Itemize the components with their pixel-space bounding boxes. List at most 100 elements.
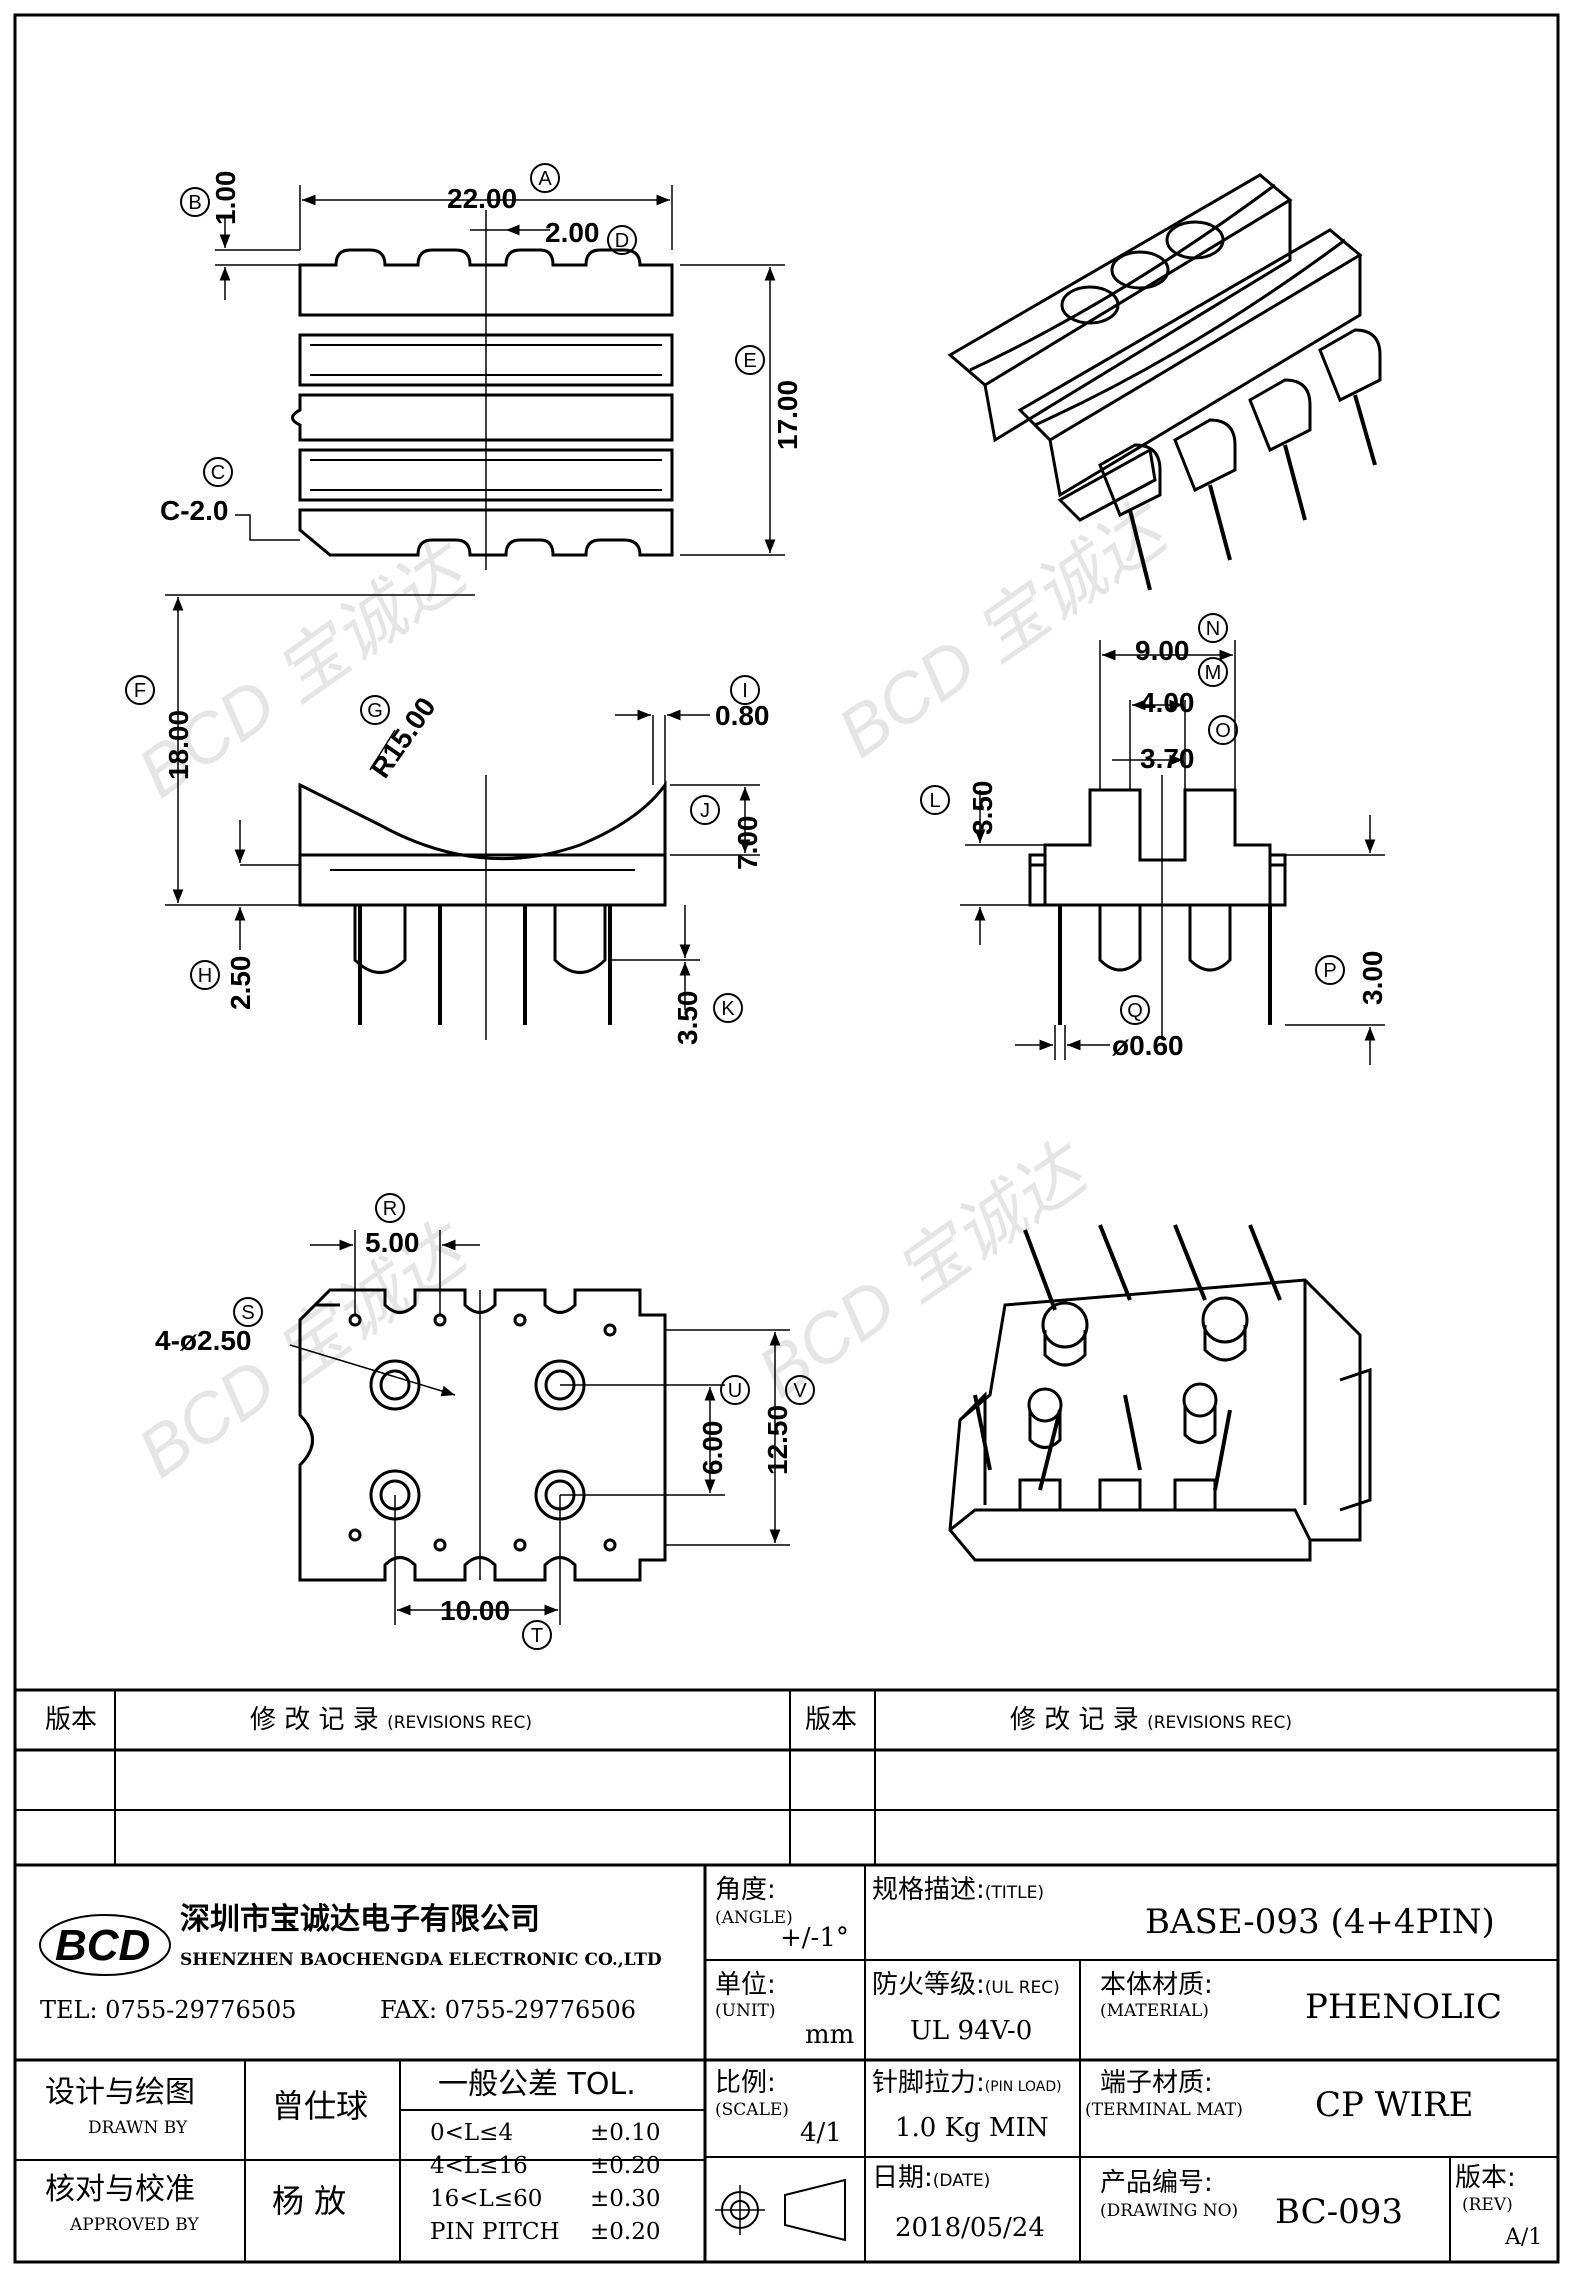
callout-letter-g: G	[367, 700, 383, 722]
dim-T: 10.00	[440, 1595, 510, 1626]
callout-letter-q: Q	[1127, 1000, 1143, 1022]
callout-letter-v: V	[793, 1380, 807, 1402]
callout-letter-b: B	[188, 192, 201, 214]
end-view	[960, 640, 1385, 1065]
callout-letter-u: U	[728, 1380, 742, 1402]
callout-circle-p	[1315, 955, 1345, 985]
isometric-view-bottom	[948, 1224, 1372, 1562]
callout-circle-b	[180, 187, 210, 217]
tolerance-value: ±0.30	[590, 2186, 661, 2212]
dim-R: 5.00	[365, 1227, 420, 1258]
callout-letter-s: S	[241, 1302, 254, 1324]
callout-circle-l	[920, 785, 950, 815]
callout-letter-r: R	[383, 1198, 397, 1220]
company-tel: TEL: 0755-29776505	[40, 1996, 297, 2024]
drawn-label-en: DRAWN BY	[88, 2118, 188, 2138]
material-label-en: (MATERIAL)	[1100, 2001, 1209, 2021]
dim-S: 4-ø2.50	[155, 1325, 252, 1356]
tolerance-value: ±0.20	[590, 2219, 661, 2245]
callout-letter-h: H	[198, 965, 212, 987]
callout-circle-c	[203, 457, 233, 487]
callout-circle-o	[1208, 715, 1238, 745]
rev-label: 版本:	[1455, 2163, 1516, 2193]
ul-label: 防火等级:(UL REC)	[872, 1970, 1060, 2000]
callout-letter-n: N	[1206, 618, 1220, 640]
callout-circle-t	[522, 1620, 552, 1650]
callout-letter-a: A	[538, 168, 552, 190]
scale-label-en: (SCALE)	[715, 2100, 789, 2120]
callout-letter-t: T	[531, 1625, 543, 1647]
terminal-value: CP WIRE	[1315, 2085, 1474, 2125]
pinload-value: 1.0 Kg MIN	[895, 2113, 1049, 2143]
company-name-en: SHENZHEN BAOCHENGDA ELECTRONIC CO.,LTD	[180, 1950, 662, 1970]
dim-L: 3.50	[967, 781, 998, 836]
date-label: 日期:(DATE)	[872, 2163, 991, 2193]
rev-header-left: 版本	[45, 1705, 98, 1735]
company-name-cn: 深圳市宝诚达电子有限公司	[180, 1902, 540, 1937]
callout-circle-r	[375, 1193, 405, 1223]
ul-value: UL 94V-0	[910, 2016, 1033, 2046]
callout-letter-j: J	[700, 800, 710, 822]
callout-circle-e	[735, 345, 765, 375]
drawn-value: 曾仕球	[272, 2087, 369, 2125]
callout-letter-m: M	[1205, 662, 1222, 684]
rev-value: A/1	[1505, 2225, 1543, 2250]
callout-circle-h	[190, 960, 220, 990]
isometric-view-top	[947, 173, 1382, 591]
callout-circle-u	[720, 1375, 750, 1405]
callout-circle-v	[785, 1375, 815, 1405]
rev-header-right: 版本	[805, 1705, 858, 1735]
dim-V: 12.50	[762, 1405, 793, 1475]
tolerance-range: 0<L≤4	[430, 2120, 514, 2146]
callout-letter-e: E	[743, 350, 756, 372]
tolerance-value: ±0.10	[590, 2120, 661, 2146]
drawn-label: 设计与绘图	[45, 2075, 195, 2110]
angle-label-en: (ANGLE)	[715, 1908, 793, 1928]
title-block-grid	[15, 1688, 1558, 2262]
top-view	[215, 185, 785, 570]
revisions-header-right: 修 改 记 录 (REVISIONS REC)	[1010, 1705, 1293, 1735]
callout-circle-s	[233, 1297, 263, 1327]
callout-letter-f: F	[134, 680, 146, 702]
scale-value: 4/1	[800, 2118, 842, 2148]
scale-label: 比例:	[715, 2068, 776, 2098]
dim-A: 22.00	[447, 183, 517, 214]
callout-circle-i	[730, 675, 760, 705]
callout-circle-j	[690, 795, 720, 825]
callout-circle-d	[607, 225, 637, 255]
callout-letter-p: P	[1323, 960, 1336, 982]
svg-text:BCD 宝诚达: BCD 宝诚达	[744, 1127, 1104, 1412]
dim-P: 3.00	[1357, 951, 1388, 1006]
callout-circle-q	[1120, 995, 1150, 1025]
callout-circle-f	[125, 675, 155, 705]
callout-circle-g	[360, 695, 390, 725]
dim-D: 2.00	[545, 217, 600, 248]
bottom-view-dims: 5.00 4-ø2.50 10.00 6.00 12.50	[155, 1227, 793, 1626]
dim-K: 3.50	[672, 991, 703, 1046]
revisions-header-left: 修 改 记 录 (REVISIONS REC)	[250, 1705, 533, 1735]
top-view-dims: 22.00 2.00 1.00 17.00 C-2.0	[160, 171, 803, 527]
tolerance-range: 16<L≤60	[430, 2186, 543, 2212]
angle-value: +/-1°	[780, 1923, 849, 1953]
dim-I: 0.80	[715, 700, 770, 731]
title-label: 规格描述:(TITLE)	[872, 1875, 1045, 1905]
drawing-no-value: BC-093	[1275, 2192, 1404, 2232]
approved-value: 杨 放	[272, 2182, 347, 2220]
title-value: BASE-093 (4+4PIN)	[1145, 1902, 1495, 1942]
approved-label: 核对与校准	[45, 2172, 195, 2207]
callout-circle-n	[1198, 613, 1228, 643]
dim-U: 6.00	[697, 1421, 728, 1476]
callout-circle-k	[713, 993, 743, 1023]
callout-letter-l: L	[929, 790, 940, 812]
tolerance-value: ±0.20	[590, 2153, 661, 2179]
dim-N: 9.00	[1135, 635, 1190, 666]
terminal-label: 端子材质:	[1100, 2068, 1213, 2098]
bottom-view	[289, 1230, 790, 1625]
side-view	[165, 594, 760, 1040]
material-value: PHENOLIC	[1305, 1987, 1502, 2027]
dim-E: 17.00	[772, 380, 803, 450]
dim-J: 7.00	[732, 816, 763, 871]
approved-label-en: APPROVED BY	[70, 2215, 199, 2235]
unit-label-en: (UNIT)	[715, 2001, 776, 2021]
dim-C: C-2.0	[160, 495, 228, 526]
